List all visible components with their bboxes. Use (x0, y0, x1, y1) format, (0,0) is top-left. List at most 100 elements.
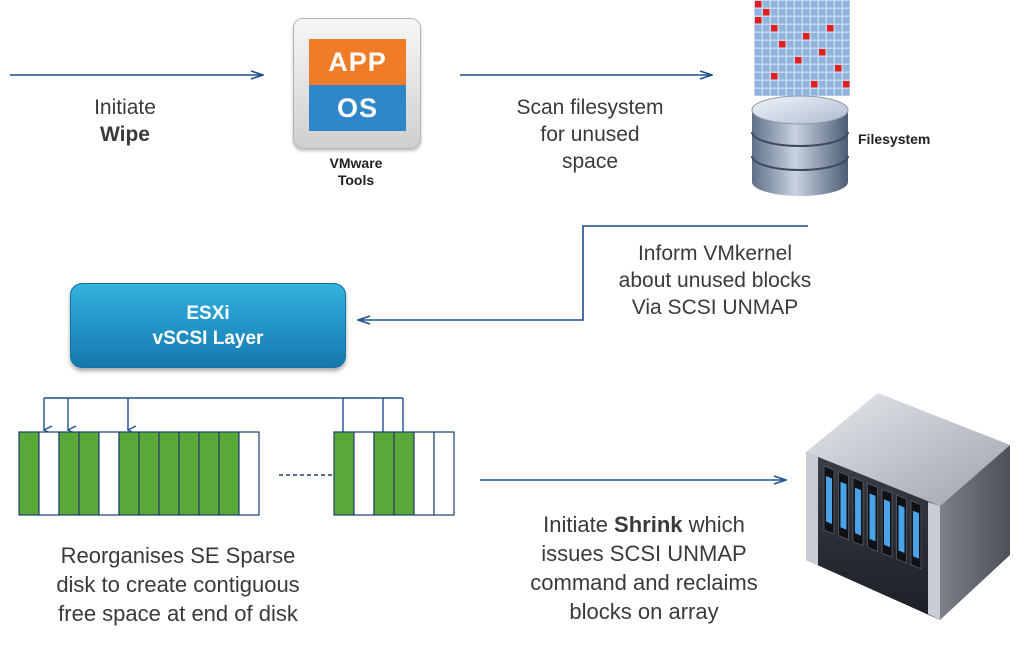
filesystem-grid-cell (835, 25, 842, 32)
filesystem-grid-cell (795, 9, 802, 16)
filesystem-grid-cell (787, 89, 794, 96)
filesystem-grid-cell (755, 65, 762, 72)
filesystem-grid-cell (787, 41, 794, 48)
filesystem-grid-cell (771, 73, 778, 80)
filesystem-grid-cell (779, 41, 786, 48)
filesystem-grid-cell (843, 33, 850, 40)
filesystem-grid-cell (811, 41, 818, 48)
filesystem-grid-cell (843, 1, 850, 8)
filesystem-grid-cell (771, 1, 778, 8)
esxi-title: ESXi (186, 302, 230, 324)
filesystem-grid-cell (779, 17, 786, 24)
os-layer-label: OS (309, 85, 406, 131)
vmware-tools-icon: APP OS (293, 18, 421, 149)
filesystem-grid-cell (787, 57, 794, 64)
filesystem-grid-cell (787, 17, 794, 24)
drive-bay-light (855, 487, 861, 536)
filesystem-grid-cell (795, 49, 802, 56)
filesystem-grid-cell (787, 81, 794, 88)
filesystem-grid-cell (827, 17, 834, 24)
filesystem-grid-cell (819, 81, 826, 88)
filesystem-grid-cell (787, 9, 794, 16)
initiate-wipe-label: Initiate Wipe (94, 96, 156, 146)
filesystem-grid-cell (843, 65, 850, 72)
filesystem-grid-cell (795, 65, 802, 72)
filesystem-grid-cell (811, 65, 818, 72)
filesystem-grid-cell (779, 33, 786, 40)
filesystem-grid-cell (843, 25, 850, 32)
filesystem-label: Filesystem (858, 131, 931, 147)
filesystem-grid-cell (803, 41, 810, 48)
drive-bay-light (840, 481, 847, 530)
filesystem-grid-cell (835, 41, 842, 48)
filesystem-grid-cell (811, 33, 818, 40)
filesystem-grid-cell (787, 25, 794, 32)
filesystem-grid-cell (763, 81, 770, 88)
filesystem-grid-cell (803, 49, 810, 56)
filesystem-grid-cell (771, 89, 778, 96)
vmware-tools-label: VMware Tools (329, 155, 383, 188)
filesystem-grid-cell (835, 33, 842, 40)
disk-block-green (18, 431, 40, 516)
filesystem-grid-cell (771, 81, 778, 88)
filesystem-grid-cell (779, 65, 786, 72)
disk-block-green (198, 431, 220, 516)
filesystem-grid-cell (779, 1, 786, 8)
filesystem-grid-cell (795, 89, 802, 96)
filesystem-grid-cell (827, 57, 834, 64)
filesystem-grid-cell (827, 9, 834, 16)
filesystem-grid-cell (755, 1, 762, 8)
filesystem-grid-cell (835, 1, 842, 8)
disk-block-green (218, 431, 240, 516)
filesystem-grid-cell (819, 25, 826, 32)
filesystem-grid-cell (819, 57, 826, 64)
block-remap-lines (44, 397, 404, 432)
reorganise-label: Reorganises SE Sparse disk to create con… (56, 543, 300, 626)
filesystem-grid-cell (803, 9, 810, 16)
disk-block-green (333, 431, 355, 516)
filesystem-grid-cell (763, 65, 770, 72)
disk-block-green (78, 431, 100, 516)
filesystem-grid-cell (835, 81, 842, 88)
filesystem-grid-cell (755, 25, 762, 32)
disk-blocks-right (333, 431, 455, 516)
filesystem-grid-cell (755, 73, 762, 80)
filesystem-grid-cell (763, 9, 770, 16)
filesystem-grid-cell (787, 1, 794, 8)
filesystem-grid-cell (819, 1, 826, 8)
inform-vmkernel-label: Inform VMkernel about unused blocks Via … (618, 242, 812, 319)
filesystem-grid-cell (795, 1, 802, 8)
disk-block-green (138, 431, 160, 516)
filesystem-grid-cell (827, 73, 834, 80)
filesystem-grid-cell (755, 49, 762, 56)
disk-block-white (433, 431, 455, 516)
filesystem-grid-cell (779, 49, 786, 56)
filesystem-grid-cell (779, 25, 786, 32)
filesystem-grid-cell (819, 49, 826, 56)
filesystem-grid-cell (755, 41, 762, 48)
filesystem-grid-cell (779, 81, 786, 88)
disk-block-white (98, 431, 120, 516)
scan-filesystem-label: Scan filesystem for unused space (516, 96, 664, 173)
filesystem-grid-cell (763, 49, 770, 56)
filesystem-grid-cell (803, 89, 810, 96)
filesystem-grid-cell (771, 49, 778, 56)
filesystem-grid-cell (795, 81, 802, 88)
arrow-inform-vmkernel (358, 225, 808, 320)
filesystem-grid-cell (755, 17, 762, 24)
initiate-shrink-label: Initiate Shrink which issues SCSI UNMAP … (530, 512, 758, 624)
filesystem-grid-cell (787, 33, 794, 40)
drive-bay-light (869, 493, 876, 542)
filesystem-grid-cell (779, 57, 786, 64)
filesystem-grid-cell (843, 49, 850, 56)
disk-block-green (178, 431, 200, 516)
filesystem-grid-cell (795, 25, 802, 32)
storage-array-icon (806, 393, 1010, 620)
filesystem-grid-cell (843, 89, 850, 96)
filesystem-grid-cell (811, 89, 818, 96)
filesystem-grid-cell (803, 33, 810, 40)
filesystem-grid-cell (843, 81, 850, 88)
filesystem-grid-cell (771, 17, 778, 24)
drive-bay-light (884, 499, 890, 548)
